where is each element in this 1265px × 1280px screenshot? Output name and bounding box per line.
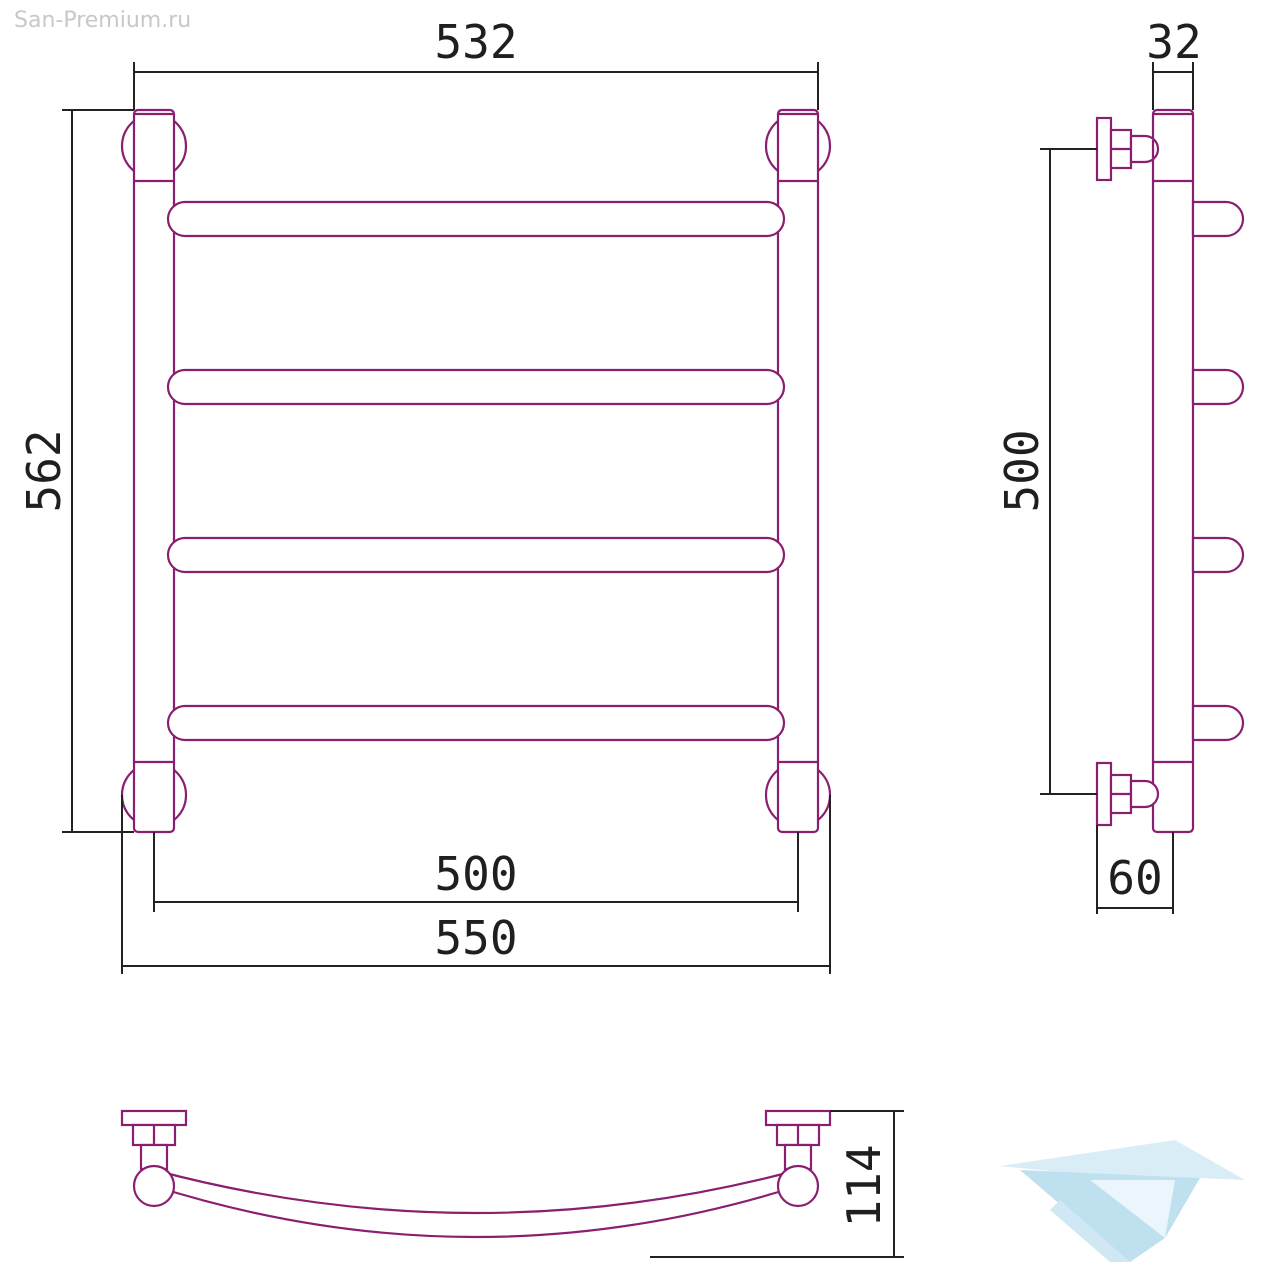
- rung: [166, 368, 786, 406]
- dim-label-562: 562: [17, 429, 71, 512]
- dim-label-32: 32: [1146, 15, 1201, 69]
- dim-label-114: 114: [837, 1144, 891, 1227]
- rung-stub: [1191, 536, 1245, 574]
- top-bracket-right: [764, 1109, 832, 1208]
- dimension-outer-width: 550: [121, 795, 831, 974]
- watermark-text: San-Premium.ru: [14, 8, 192, 33]
- dim-label-500-side: 500: [995, 429, 1049, 512]
- rung: [166, 200, 786, 238]
- side-tube: [1151, 108, 1195, 834]
- rung-stub: [1191, 704, 1245, 742]
- dim-label-60: 60: [1107, 851, 1162, 905]
- dimension-top-width: 532: [133, 15, 819, 110]
- front-view: 532 562 500 550: [17, 15, 832, 974]
- brand-logo-icon: [1000, 1140, 1245, 1262]
- dim-label-500-front: 500: [434, 847, 517, 901]
- top-view: 114: [120, 1109, 904, 1258]
- rung-stub: [1191, 200, 1245, 238]
- curved-rung-outer: [153, 1184, 799, 1239]
- tube-section-left: [132, 1164, 176, 1208]
- dimension-height: 562: [17, 109, 134, 833]
- tube-section-right: [776, 1164, 820, 1208]
- rungs: [166, 200, 786, 742]
- dim-label-550: 550: [434, 911, 517, 965]
- dimension-depth-top: 32: [1146, 15, 1202, 110]
- dimension-inner-spacing: 500: [153, 832, 799, 912]
- top-bracket-left: [120, 1109, 188, 1208]
- dimension-side-height: 500: [995, 148, 1097, 795]
- rung-stub: [1191, 368, 1245, 406]
- dimension-offset-bottom: 60: [1096, 825, 1174, 914]
- rung: [166, 704, 786, 742]
- side-bracket-bottom: [1095, 761, 1160, 827]
- rung: [166, 536, 786, 574]
- side-bracket-top: [1095, 116, 1160, 182]
- side-view: 32 500 60: [995, 15, 1245, 914]
- dimension-top-depth: 114: [650, 1110, 904, 1258]
- curved-rung-inner: [153, 1168, 799, 1215]
- dim-label-532: 532: [434, 15, 517, 69]
